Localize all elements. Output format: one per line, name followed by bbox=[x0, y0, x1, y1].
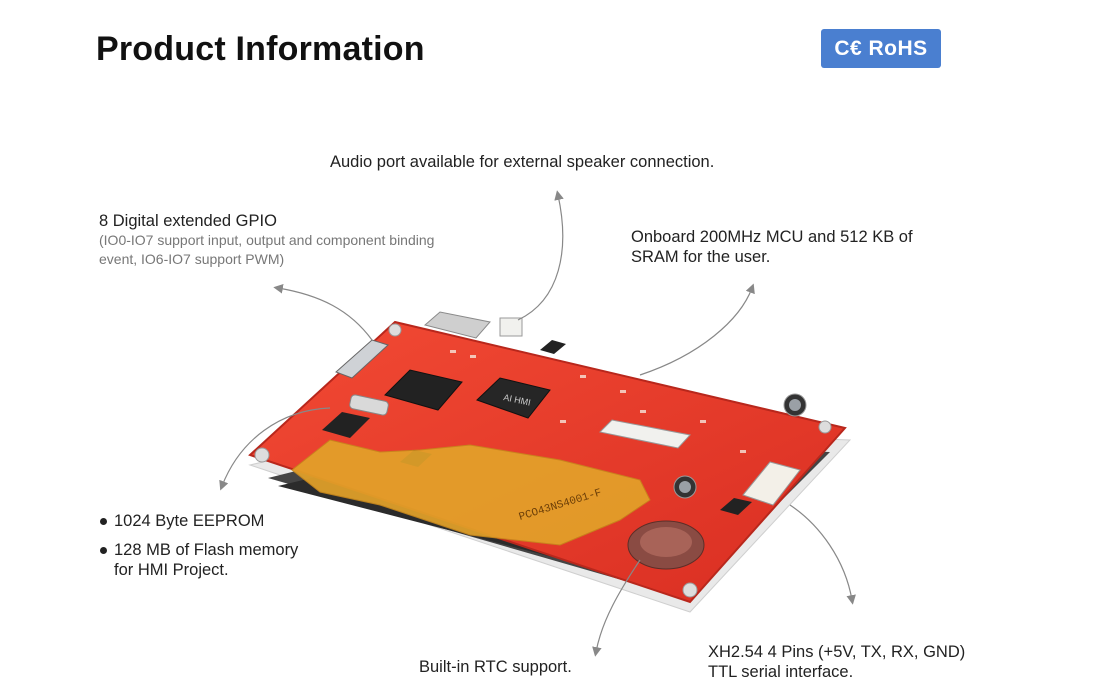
gpio-callout: 8 Digital extended GPIO (IO0-IO7 support… bbox=[99, 211, 434, 269]
audio-connector bbox=[499, 317, 523, 337]
bullet-icon bbox=[100, 547, 107, 554]
mcu-arrow bbox=[639, 283, 755, 376]
page-title: Product Information bbox=[96, 30, 425, 68]
serial-arrow bbox=[789, 504, 856, 605]
bullet-icon bbox=[100, 518, 107, 525]
mcu-callout: Onboard 200MHz MCU and 512 KB of SRAM fo… bbox=[631, 227, 913, 267]
mcu-line-1: Onboard 200MHz MCU and 512 KB of bbox=[631, 228, 913, 246]
gpio-arrow bbox=[273, 284, 373, 341]
gpio-detail-line-2: event, IO6-IO7 support PWM) bbox=[99, 251, 285, 267]
gpio-detail-line-1: (IO0-IO7 support input, output and compo… bbox=[99, 232, 435, 248]
audio-callout: Audio port available for external speake… bbox=[330, 153, 715, 171]
sram-chip bbox=[476, 377, 551, 419]
sd-card-slot bbox=[423, 311, 491, 339]
gpio-title: 8 Digital extended GPIO bbox=[99, 212, 277, 230]
serial-line-2: TTL serial interface. bbox=[708, 663, 854, 681]
serial-connector bbox=[742, 461, 801, 506]
certification-badge: C€ RoHS bbox=[821, 29, 941, 68]
flash-line-2: for HMI Project. bbox=[114, 561, 229, 579]
memory-callout: 1024 Byte EEPROM 128 MB of Flash memory … bbox=[100, 511, 298, 580]
eeprom-text: 1024 Byte EEPROM bbox=[114, 512, 265, 530]
fpc-ribbon bbox=[291, 439, 651, 546]
audio-arrow bbox=[517, 190, 564, 321]
gpio-connector bbox=[335, 339, 389, 379]
flash-item: 128 MB of Flash memory for HMI Project. bbox=[100, 540, 298, 580]
eeprom-arrow bbox=[219, 407, 331, 491]
eeprom-item: 1024 Byte EEPROM bbox=[100, 511, 298, 531]
flash-line-1: 128 MB of Flash memory bbox=[114, 541, 299, 559]
mcu-line-2: SRAM for the user. bbox=[631, 248, 771, 266]
mcu-chip bbox=[384, 369, 463, 411]
rtc-callout: Built-in RTC support. bbox=[419, 658, 572, 676]
serial-line-1: XH2.54 4 Pins (+5V, TX, RX, GND) bbox=[708, 643, 966, 661]
serial-callout: XH2.54 4 Pins (+5V, TX, RX, GND) TTL ser… bbox=[708, 642, 965, 682]
rtc-arrow bbox=[592, 559, 641, 657]
